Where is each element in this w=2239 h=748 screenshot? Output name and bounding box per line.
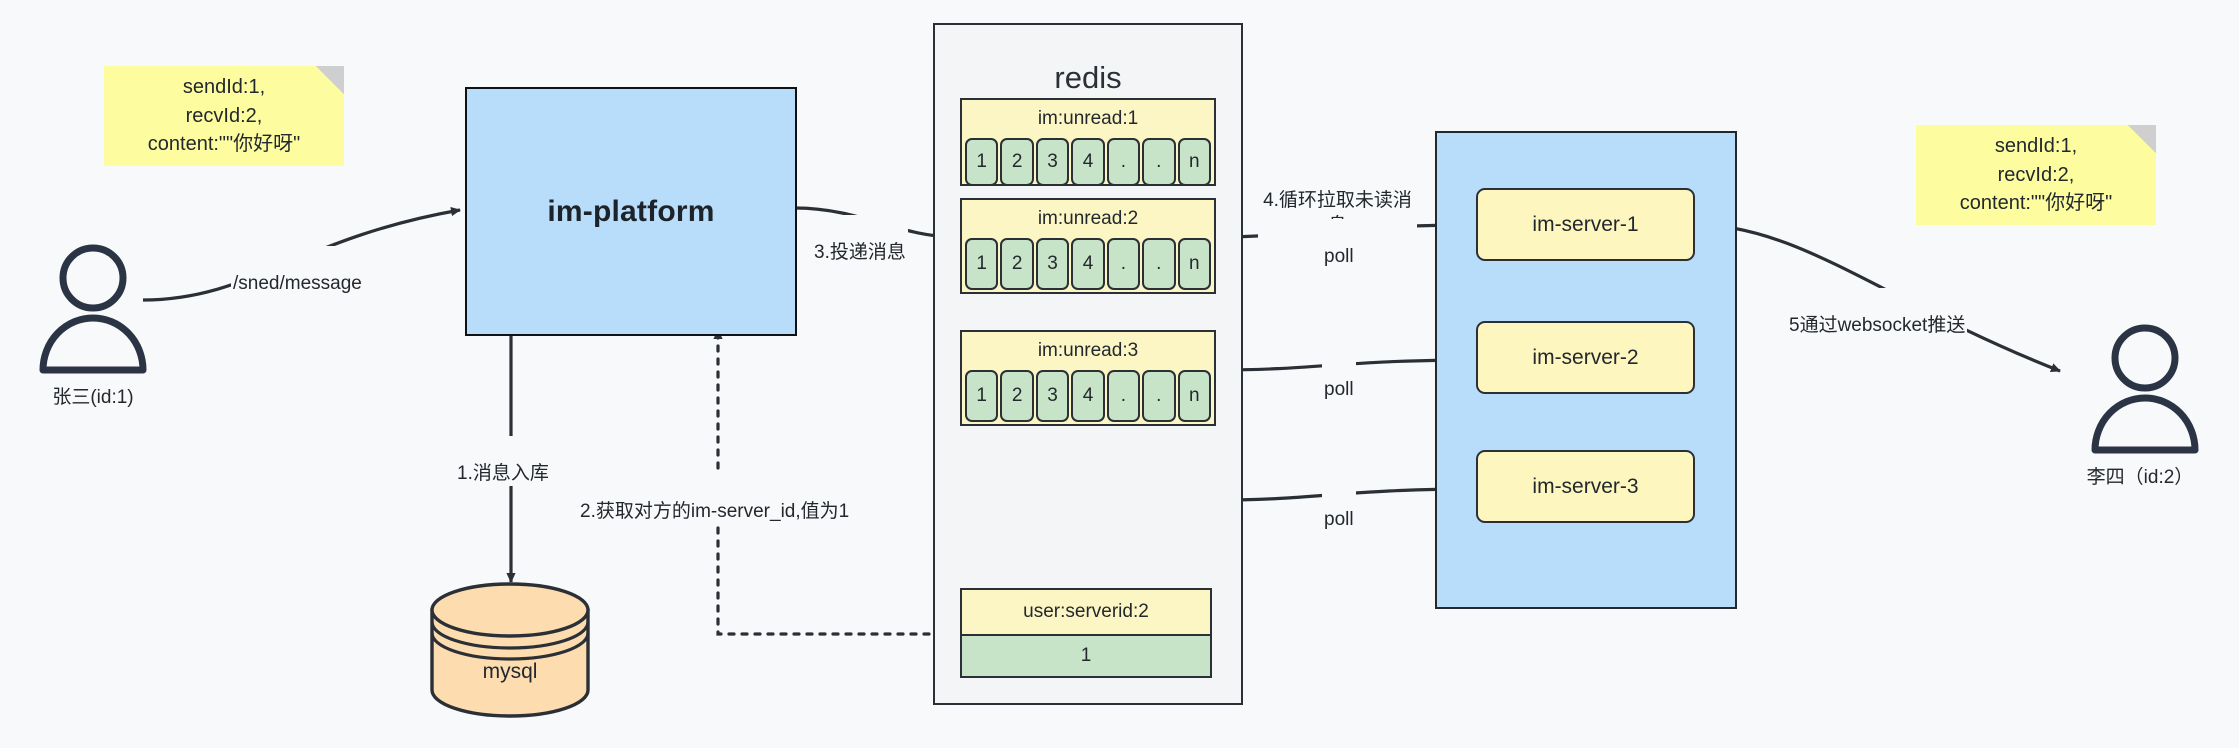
redis-key-cells: 1 2 3 4 . . n xyxy=(962,238,1214,290)
im-platform-title: im-platform xyxy=(547,194,715,228)
redis-title: redis xyxy=(1054,60,1122,95)
redis-cell[interactable]: 2 xyxy=(1000,138,1034,186)
redis-cell[interactable]: 3 xyxy=(1035,238,1070,290)
edge-label-poll-1: poll xyxy=(1322,219,1356,270)
redis-cell[interactable]: . xyxy=(1106,238,1141,290)
redis-key-name: im:unread:1 xyxy=(1037,108,1139,129)
edge-label-step1: 1.消息入库 xyxy=(455,436,551,487)
redis-cell[interactable]: 3 xyxy=(1035,370,1070,422)
edge-label-poll-2: poll xyxy=(1322,352,1356,403)
redis-cell[interactable]: n xyxy=(1177,370,1211,422)
redis-cell[interactable]: n xyxy=(1177,238,1211,290)
receiver-label: 李四（id:2） xyxy=(2086,467,2194,488)
note-right-text: sendId:1, recvId:2, content:""你好呀" xyxy=(1959,135,2113,215)
redis-cell[interactable]: . xyxy=(1106,370,1141,422)
redis-key-block-1[interactable]: im:unread:2 1 2 3 4 . . n xyxy=(960,198,1216,294)
redis-cell[interactable]: . xyxy=(1142,138,1176,186)
note-right: sendId:1, recvId:2, content:""你好呀" xyxy=(1916,125,2156,225)
redis-key-name: im:unread:2 xyxy=(1037,208,1139,229)
redis-key-name: im:unread:3 xyxy=(1037,340,1139,361)
redis-cell[interactable]: 1 xyxy=(965,138,999,186)
redis-key-block-2[interactable]: im:unread:3 1 2 3 4 . . n xyxy=(960,330,1216,426)
redis-key-cells: 1 2 3 4 . . n xyxy=(962,138,1214,186)
redis-cell[interactable]: 2 xyxy=(1000,370,1034,422)
redis-cell[interactable]: 1 xyxy=(965,370,999,422)
redis-cell[interactable]: 4 xyxy=(1071,138,1105,186)
receiver-avatar-icon xyxy=(2091,324,2199,454)
sender-label: 张三(id:1) xyxy=(52,387,134,408)
redis-cell[interactable]: n xyxy=(1177,138,1211,186)
redis-user-key-name: user:serverid:2 xyxy=(962,590,1210,634)
note-fold-icon xyxy=(2128,125,2156,153)
redis-cell[interactable]: 2 xyxy=(1000,238,1034,290)
redis-user-serverid-block[interactable]: user:serverid:2 1 xyxy=(960,588,1212,678)
redis-user-key-value: 1 xyxy=(962,634,1210,676)
redis-cell[interactable]: 4 xyxy=(1071,238,1105,290)
im-server-1-box[interactable]: im-server-1 xyxy=(1476,188,1695,261)
redis-cell[interactable]: 1 xyxy=(965,238,999,290)
note-left: sendId:1, recvId:2, content:""你好呀" xyxy=(104,66,344,166)
note-left-text: sendId:1, recvId:2, content:""你好呀" xyxy=(147,76,301,156)
im-server-3-label: im-server-3 xyxy=(1532,474,1639,498)
sender-avatar-icon xyxy=(39,244,147,374)
redis-cell[interactable]: . xyxy=(1106,138,1141,186)
edge-label-step5: 5通过websocket推送 xyxy=(1787,288,1968,339)
mysql-label: mysql xyxy=(482,660,538,683)
edge-label-step3: 3.投递消息 xyxy=(812,215,908,266)
edge-label-poll-3: poll xyxy=(1322,482,1356,533)
im-server-3-box[interactable]: im-server-3 xyxy=(1476,450,1695,523)
redis-cell[interactable]: 4 xyxy=(1071,370,1105,422)
im-server-2-label: im-server-2 xyxy=(1532,345,1639,369)
im-platform-box[interactable]: im-platform xyxy=(465,87,797,336)
redis-cell[interactable]: . xyxy=(1142,370,1176,422)
im-server-1-label: im-server-1 xyxy=(1532,212,1639,236)
im-server-2-box[interactable]: im-server-2 xyxy=(1476,321,1695,394)
redis-cell[interactable]: 3 xyxy=(1035,138,1070,186)
mysql-cylinder-icon xyxy=(430,582,590,718)
note-fold-icon xyxy=(316,66,344,94)
redis-key-cells: 1 2 3 4 . . n xyxy=(962,370,1214,422)
redis-key-block-0[interactable]: im:unread:1 1 2 3 4 . . n xyxy=(960,98,1216,186)
redis-cell[interactable]: . xyxy=(1142,238,1176,290)
edge-label-send-message: /sned/message xyxy=(231,246,364,297)
edge-label-step2: 2.获取对方的im-server_id,值为1 xyxy=(578,474,852,525)
